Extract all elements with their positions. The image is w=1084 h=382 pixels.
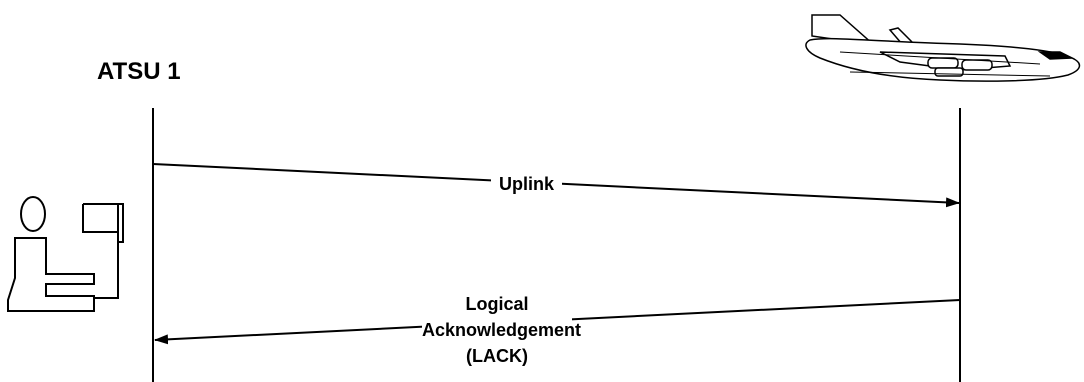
lack-label-line-2: Acknowledgement (422, 320, 582, 340)
airplane-icon (805, 14, 1081, 82)
lack-label-line-1: Logical (465, 294, 529, 314)
uplink-label: Uplink (491, 174, 563, 195)
lack-label-line-3: (LACK) (466, 346, 528, 366)
atsu-label: ATSU 1 (97, 58, 181, 85)
lack-label: Logical Acknowledgement (LACK) (422, 289, 582, 371)
controller-workstation-icon (7, 196, 124, 312)
